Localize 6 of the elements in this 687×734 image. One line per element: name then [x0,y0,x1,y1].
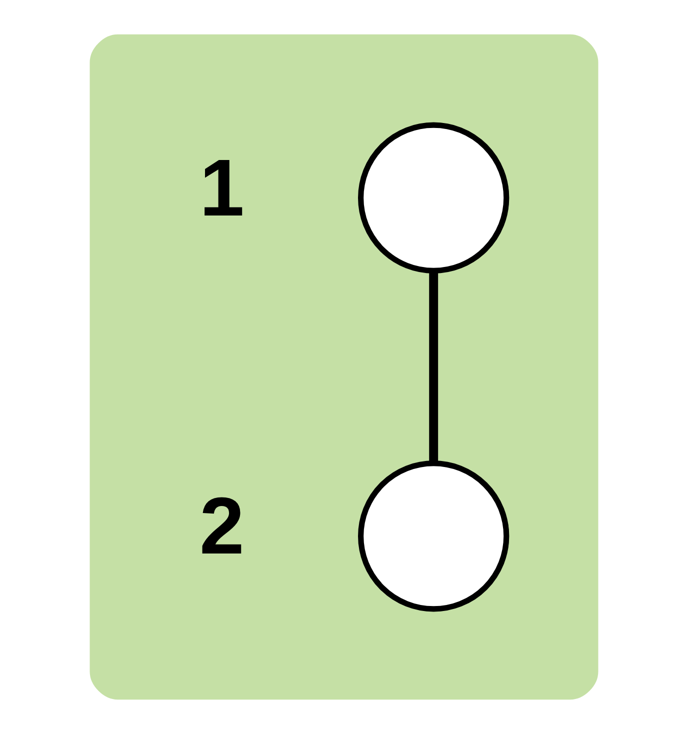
connector [428,270,438,464]
node-label: 2 [199,482,244,572]
node-circle [358,460,509,612]
node-label: 1 [199,143,244,234]
cluster [89,34,598,700]
node-circle [358,122,509,274]
